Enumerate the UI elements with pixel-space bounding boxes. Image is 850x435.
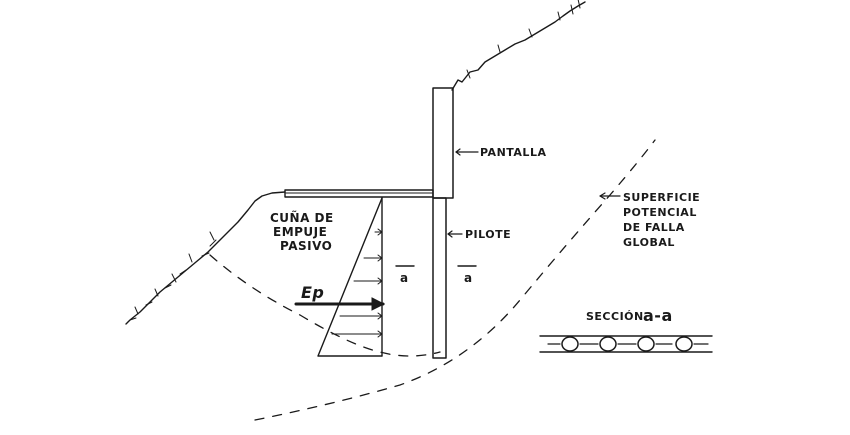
section-marker: a-a [643, 306, 673, 325]
pressure-arrows [331, 228, 383, 338]
lower-slope-hatching [129, 231, 217, 321]
upper-slope-hatching [466, 0, 581, 79]
cut-marker-left: a [400, 271, 409, 285]
cut-marker-right: a [464, 271, 473, 285]
pantalla-label: PANTALLA [480, 146, 546, 159]
section-label: SECCIÓN [586, 310, 644, 323]
cuna-label-line3: PASIVO [280, 239, 332, 253]
pantalla-leader [455, 148, 479, 156]
upper-slope-line [451, 1, 586, 91]
ep-arrow [294, 297, 386, 311]
pressure-arrow [363, 254, 383, 262]
section-pile [561, 336, 579, 352]
superficie-label-line4: GLOBAL [623, 236, 675, 249]
section-pile [599, 336, 617, 352]
pressure-arrow [339, 312, 383, 320]
pressure-arrow [374, 228, 383, 236]
pilote-leader [447, 230, 463, 238]
superficie-leader [599, 192, 621, 200]
passive-pressure-triangle [317, 197, 383, 357]
cuna-label-line2: EMPUJE [273, 225, 327, 239]
pressure-arrow [331, 330, 383, 338]
section-pile [637, 336, 655, 352]
lower-slope-line [125, 191, 286, 325]
section-pile [675, 336, 693, 352]
section-piles [539, 335, 713, 353]
pilote-label: PILOTE [465, 228, 511, 241]
cuna-label-line1: CUÑA DE [270, 210, 334, 225]
superficie-label-line2: POTENCIAL [623, 206, 697, 219]
global-failure-surface [254, 139, 656, 421]
superficie-label-line1: SUPERFICIE [623, 191, 700, 204]
superficie-label-line3: DE FALLA [623, 221, 685, 234]
pressure-arrow [353, 277, 383, 285]
passive-wedge-curve [209, 254, 441, 357]
pantalla-wall [432, 87, 454, 199]
ep-label: Ep [301, 283, 324, 302]
pilote-pile [432, 197, 447, 359]
